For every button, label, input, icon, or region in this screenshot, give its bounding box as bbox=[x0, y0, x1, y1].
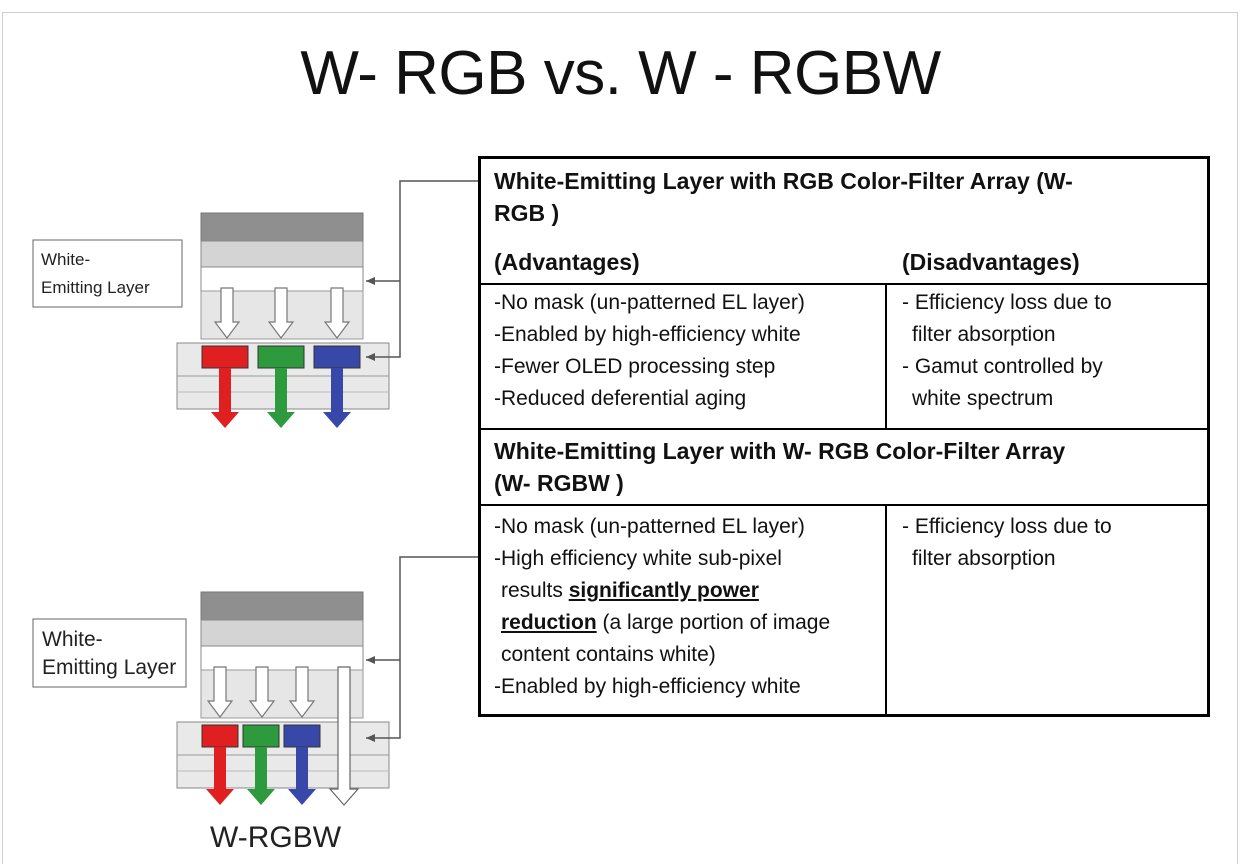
w-rgbw-caption: W-RGBW bbox=[210, 821, 342, 854]
list-item: -Reduced deferential aging bbox=[494, 387, 747, 410]
red-output-arrow bbox=[211, 368, 239, 428]
list-item: -No mask (un-patterned EL layer) bbox=[494, 291, 805, 314]
top-layer-light bbox=[200, 240, 364, 268]
slide-frame bbox=[2, 12, 1238, 864]
emitting-layer bbox=[200, 266, 364, 292]
bottom-green-filter bbox=[242, 724, 280, 748]
comparison-table: White-Emitting Layer with RGB Color-Filt… bbox=[478, 156, 1210, 717]
list-item: filter absorption bbox=[912, 547, 1056, 570]
bottom-layer-label-line1: White- bbox=[42, 628, 103, 651]
green-filter bbox=[257, 345, 305, 369]
list-item: -Enabled by high-efficiency white bbox=[494, 675, 801, 698]
table-grid bbox=[481, 283, 1207, 714]
text-segment: results bbox=[501, 579, 569, 602]
list-item: - Gamut controlled by bbox=[902, 355, 1103, 378]
list-item: -Fewer OLED processing step bbox=[494, 355, 776, 378]
list-item: -No mask (un-patterned EL layer) bbox=[494, 515, 805, 538]
section1-heading-line2: RGB ) bbox=[494, 200, 560, 226]
bottom-layer-light bbox=[200, 619, 364, 647]
list-item: results significantly power bbox=[494, 575, 830, 607]
w-rgb-diagram bbox=[32, 212, 390, 428]
top-layer-label-line1: White- bbox=[41, 250, 91, 269]
section1-disadvantages: - Efficiency loss due to filter absorpti… bbox=[902, 287, 1112, 415]
w-rgbw-diagram bbox=[32, 591, 390, 806]
list-item: content contains white) bbox=[501, 643, 716, 666]
emphasis-text: reduction bbox=[501, 611, 597, 634]
bottom-layer-label-line2: Emitting Layer bbox=[42, 656, 177, 679]
list-item: white spectrum bbox=[912, 387, 1054, 410]
list-item: - Efficiency loss due to bbox=[902, 515, 1112, 538]
bottom-connectors bbox=[366, 556, 478, 742]
bottom-green-output-arrow bbox=[247, 747, 275, 805]
red-filter bbox=[201, 345, 249, 369]
section2-disadvantages: - Efficiency loss due to filter absorpti… bbox=[902, 511, 1112, 575]
blue-output-arrow bbox=[323, 368, 351, 428]
section1-heading-line1: White-Emitting Layer with RGB Color-Filt… bbox=[494, 168, 1073, 194]
section2-heading: White-Emitting Layer with W- RGB Color-F… bbox=[494, 435, 1065, 499]
list-item: -Enabled by high-efficiency white bbox=[494, 323, 801, 346]
section1-advantages: -No mask (un-patterned EL layer) -Enable… bbox=[494, 287, 805, 415]
white-output-arrow bbox=[328, 666, 360, 806]
bottom-white-light-arrows bbox=[206, 666, 316, 718]
bottom-red-output-arrow bbox=[206, 747, 234, 805]
top-layer-label: White- Emitting Layer bbox=[41, 250, 150, 297]
advantages-label: (Advantages) bbox=[494, 249, 640, 275]
emphasis-text: significantly power bbox=[568, 579, 759, 602]
bottom-layer-label-box bbox=[32, 618, 187, 688]
bottom-red-filter bbox=[201, 724, 239, 748]
list-item: reduction (a large portion of image bbox=[494, 607, 830, 639]
disadvantages-label: (Disadvantages) bbox=[902, 249, 1080, 275]
blue-filter bbox=[313, 345, 361, 369]
list-item: filter absorption bbox=[912, 323, 1056, 346]
green-output-arrow bbox=[267, 368, 295, 428]
section1-heading: White-Emitting Layer with RGB Color-Filt… bbox=[494, 165, 1073, 229]
top-connectors bbox=[366, 180, 478, 361]
text-segment: (a large portion of image bbox=[596, 611, 831, 634]
section2-heading-line1: White-Emitting Layer with W- RGB Color-F… bbox=[494, 438, 1066, 464]
list-item: -High efficiency white sub-pixel bbox=[494, 547, 782, 570]
bottom-blue-filter bbox=[283, 724, 321, 748]
bottom-blue-output-arrow bbox=[288, 747, 316, 805]
slide-title: W- RGB vs. W - RGBW bbox=[300, 39, 941, 108]
list-item: - Efficiency loss due to bbox=[902, 291, 1112, 314]
bottom-layer-label: White- Emitting Layer bbox=[42, 626, 176, 682]
top-layer-dark bbox=[200, 212, 364, 242]
bottom-emitting-layer bbox=[200, 645, 364, 671]
white-light-arrows bbox=[213, 287, 351, 339]
bottom-layer-dark bbox=[200, 591, 364, 621]
section2-advantages: -No mask (un-patterned EL layer) -High e… bbox=[494, 511, 830, 703]
top-layer-label-line2: Emitting Layer bbox=[41, 277, 150, 297]
top-layer-label-box bbox=[32, 239, 183, 308]
section2-heading-line2: (W- RGBW ) bbox=[494, 470, 624, 496]
bottom-tft-layer bbox=[200, 669, 364, 719]
